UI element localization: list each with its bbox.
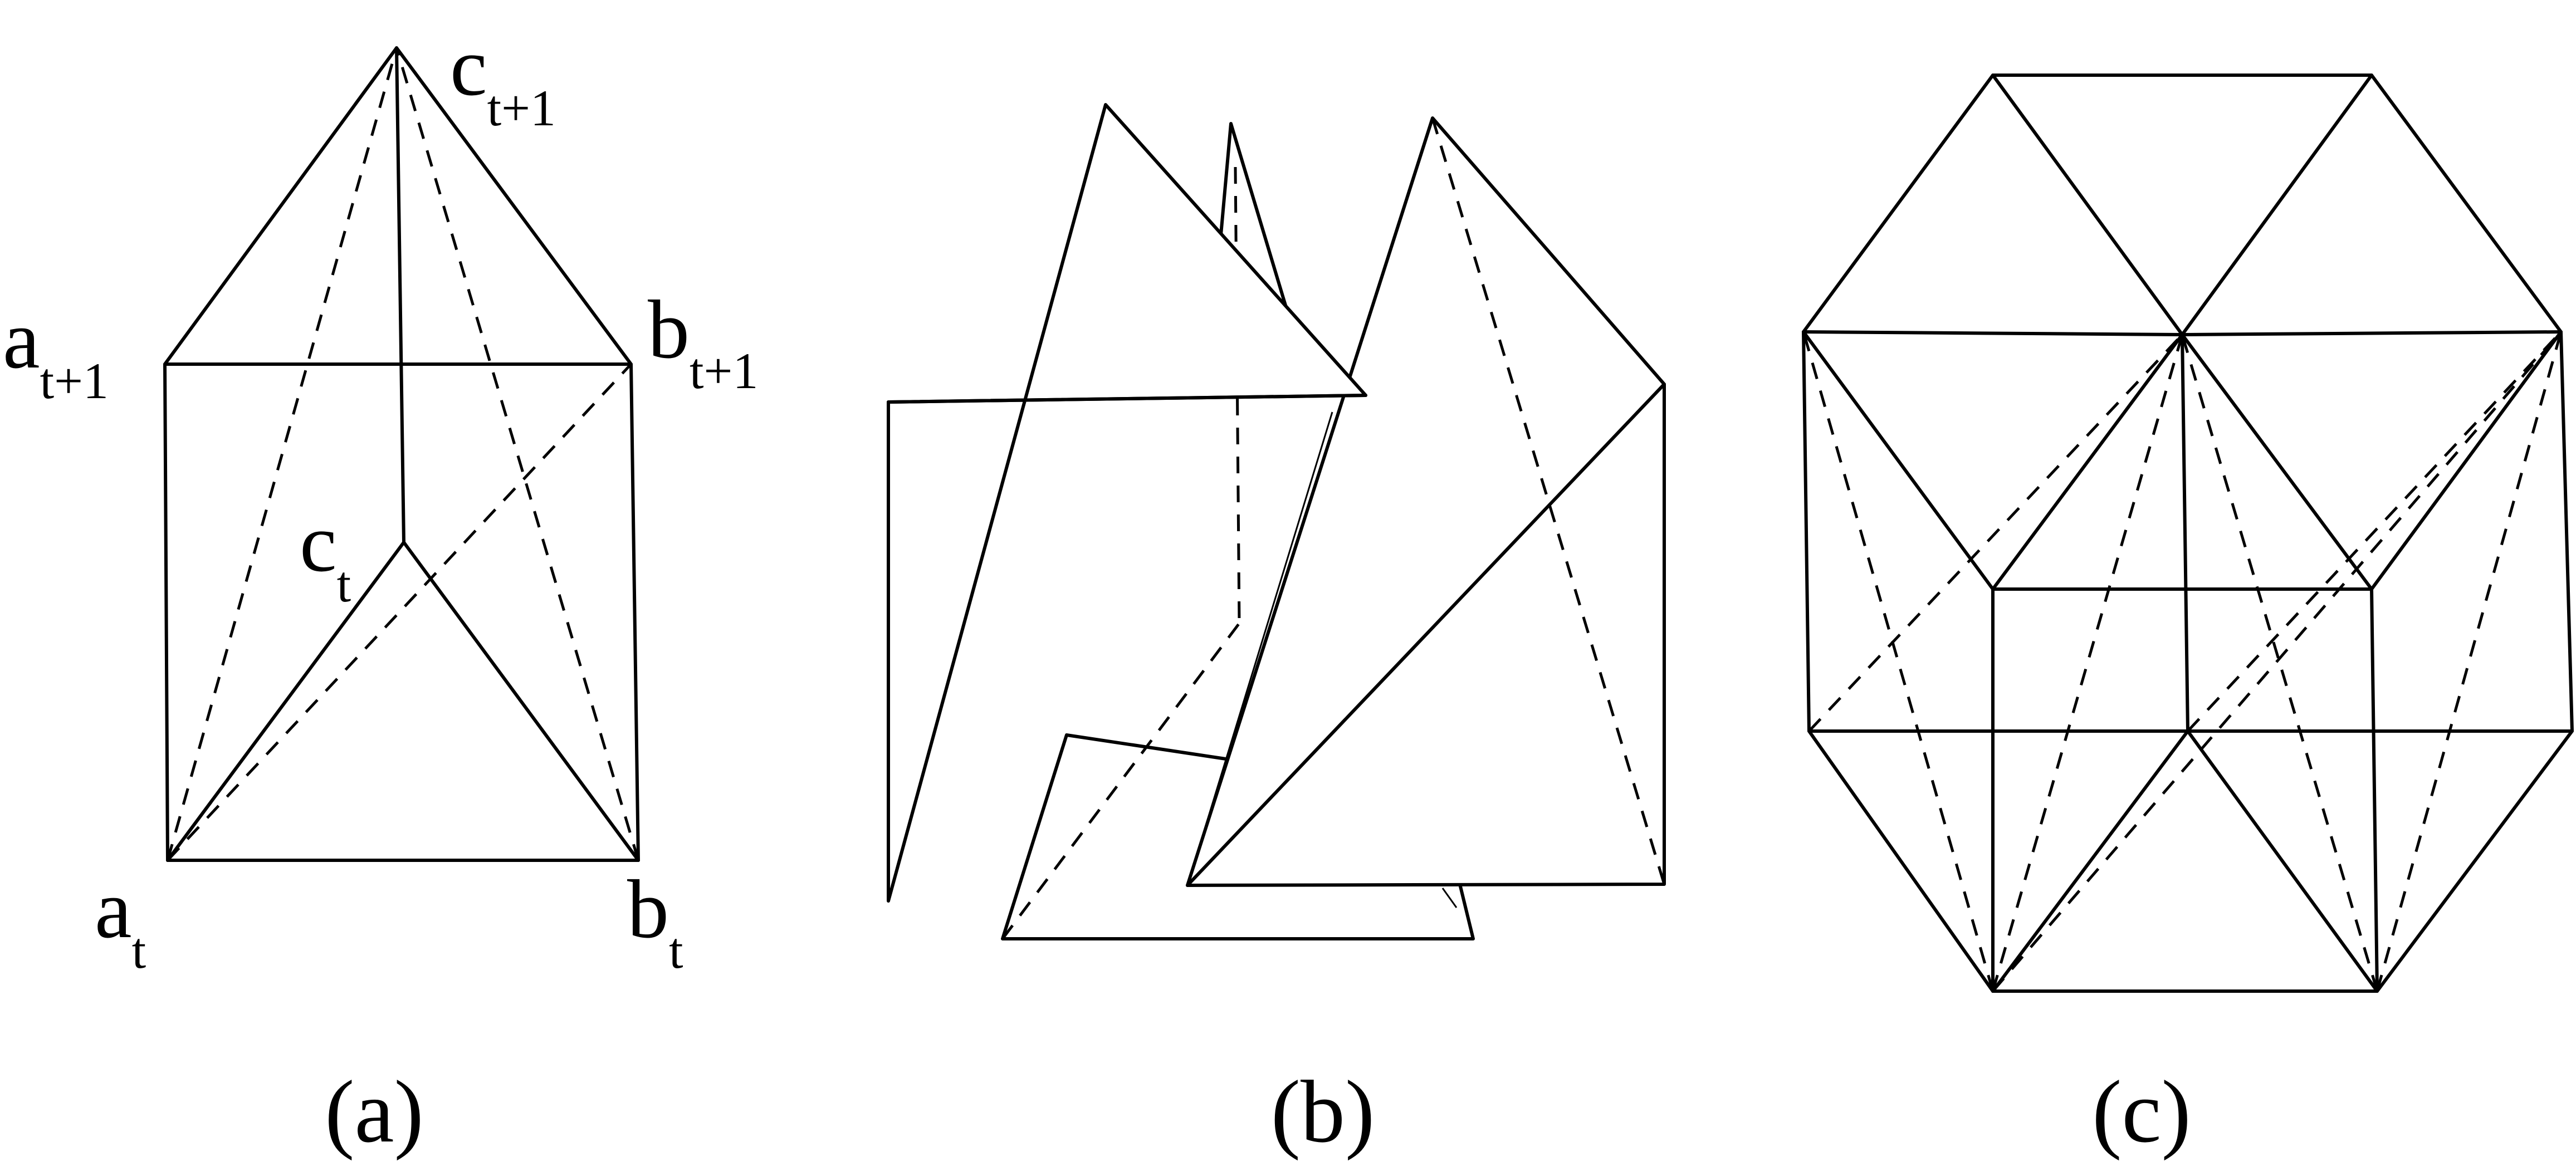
- bottom-hexagon-outline: [1807, 729, 2574, 993]
- top-spoke-3: [1802, 330, 2184, 336]
- panel-c-solid-edges: [1802, 74, 2574, 993]
- panel-a-dashed-edges: [166, 47, 640, 861]
- bottom-spoke-2: [2186, 729, 2379, 993]
- prism-base-ca: [166, 541, 405, 862]
- diag-3: [2181, 334, 2379, 992]
- panel-c-mesh: (c): [1802, 74, 2574, 1161]
- right-tetra-thin-edge: [1186, 411, 1333, 886]
- left-tetra-hidden-edge: [887, 104, 1107, 901]
- diag-2: [1991, 334, 2184, 992]
- diag-6: [1808, 334, 2183, 732]
- panel-a-solid-edges: [163, 46, 640, 862]
- diagonal-at-ct1: [166, 47, 398, 861]
- caption-a: (a): [325, 1062, 424, 1161]
- back-tetra-hidden-edge: [1234, 166, 1241, 624]
- top-spoke-4: [2181, 330, 2563, 336]
- bottom-spoke-1: [1991, 729, 2189, 993]
- caption-c: (c): [2092, 1062, 2191, 1161]
- bottom-tetra-hidden-edge: [1001, 617, 1244, 940]
- top-spoke-1: [1991, 74, 2184, 336]
- vertical-edge-left: [1802, 330, 1811, 733]
- diag-7: [2187, 331, 2562, 732]
- left-tetra-top-edge: [887, 394, 1367, 404]
- prism-edge-b: [629, 362, 640, 862]
- vertex-label-a-t: at: [95, 863, 146, 979]
- vertex-label-b-t: bt: [627, 863, 683, 979]
- vertex-label-a-t1: at+1: [3, 293, 109, 409]
- top-spoke-2: [2181, 74, 2373, 336]
- prism-edge-c: [395, 46, 405, 544]
- prism-base-cb: [402, 541, 640, 862]
- panel-b-exploded: (b): [887, 103, 1666, 1161]
- bottom-tetra-tick: [1441, 888, 1458, 908]
- panel-c-dashed-edges: [1802, 331, 2563, 992]
- top-spoke-5: [1991, 333, 2184, 591]
- diag-5: [1992, 331, 2562, 992]
- panel-a-prism: ct+1 at+1 bt+1 ct at bt (a): [3, 21, 758, 1161]
- top-spoke-6: [2181, 333, 2373, 591]
- vertical-edge-right: [2559, 330, 2574, 733]
- vertical-edge-front-right: [2370, 587, 2379, 993]
- prism-top-face: [163, 46, 633, 366]
- vertex-label-c-t1: ct+1: [450, 21, 556, 136]
- diag-1: [1802, 331, 1995, 992]
- right-tetra-front-edge: [1186, 383, 1666, 887]
- right-tetra-hidden-edge: [1431, 117, 1666, 885]
- vertex-label-c-t: ct: [300, 497, 351, 612]
- caption-b: (b): [1271, 1062, 1375, 1161]
- prism-edge-a: [163, 362, 169, 862]
- diagonal-at-bt1: [167, 363, 632, 861]
- right-tetra-face: [1186, 116, 1666, 887]
- vertical-edge-center: [2181, 333, 2189, 733]
- diagonal-bt-ct1: [395, 47, 640, 861]
- vertex-label-b-t1: bt+1: [648, 283, 758, 399]
